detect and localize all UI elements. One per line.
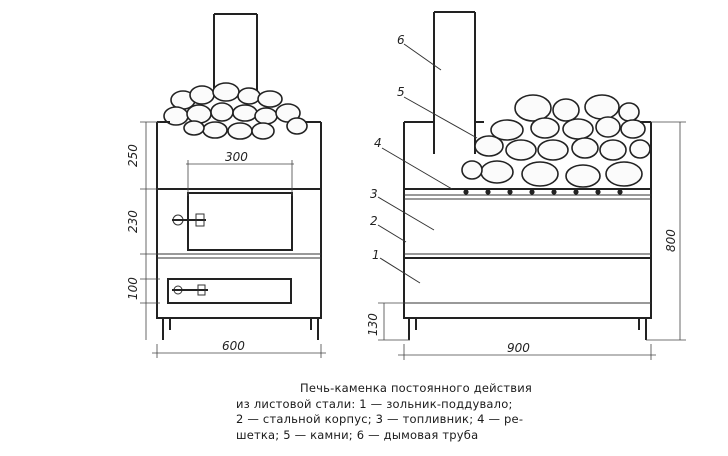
grate	[404, 188, 651, 196]
ash-latch	[172, 284, 208, 296]
front-chimney	[213, 13, 258, 92]
dim-left-width: 600	[222, 339, 245, 353]
dim-door-width: 300	[225, 150, 248, 164]
label-chimney: 6	[397, 33, 405, 47]
side-view	[403, 11, 652, 340]
side-dimensions	[378, 121, 686, 360]
front-firebox-door	[187, 192, 293, 251]
caption-line-2: из листовой стали: 1 — зольник-поддувало…	[236, 396, 513, 411]
label-grate: 4	[374, 136, 382, 150]
front-stones	[163, 82, 308, 140]
part-leaders	[377, 43, 478, 284]
dim-ash-height: 100	[126, 277, 140, 300]
label-stones: 5	[397, 85, 405, 99]
caption-line-3: 2 — стальной корпус; 3 — топливник; 4 — …	[236, 412, 524, 426]
front-legs	[162, 318, 319, 340]
dim-total-height: 800	[664, 229, 678, 252]
caption-line-4: шетка; 5 — камни; 6 — дымовая труба	[236, 427, 479, 442]
front-view	[156, 13, 322, 340]
dim-top-height: 250	[126, 144, 140, 167]
label-body: 2	[370, 214, 378, 228]
side-body	[403, 121, 652, 319]
caption-line-1: Печь-каменка постоянного действия	[300, 381, 532, 395]
dim-right-width: 900	[507, 341, 530, 355]
label-firebox: 3	[370, 187, 378, 201]
label-ash-pit: 1	[372, 248, 380, 262]
dim-firebox-height: 230	[126, 210, 140, 233]
firebox-latch	[172, 213, 206, 227]
figure-caption: Печь-каменка постоянного действия из лис…	[236, 381, 596, 443]
front-dimensions	[140, 121, 326, 358]
front-ash-door	[167, 278, 292, 304]
side-legs	[408, 318, 647, 340]
side-chimney	[433, 11, 476, 154]
dim-leg-height: 130	[366, 313, 380, 336]
side-stones	[461, 94, 651, 188]
